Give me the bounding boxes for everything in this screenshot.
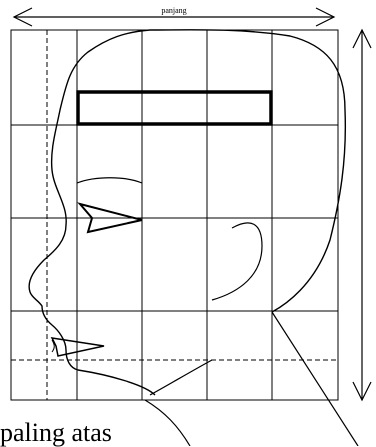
pointer-lines [145,312,358,446]
caption-bottom-left: paling atas [0,420,112,446]
right-dimension-arrow [353,30,371,400]
ear-outline [212,223,262,300]
grid-frame [11,30,338,400]
pointer-line-ear [272,312,358,446]
jaw-line [150,360,212,395]
pointer-line-chin [145,400,190,446]
brow-bar [78,92,271,124]
top-dimension-label: panjang [161,6,186,15]
eye-brow-line [77,178,142,183]
lips-shape [52,338,104,356]
dashed-guides [11,30,338,400]
grid [11,30,338,400]
